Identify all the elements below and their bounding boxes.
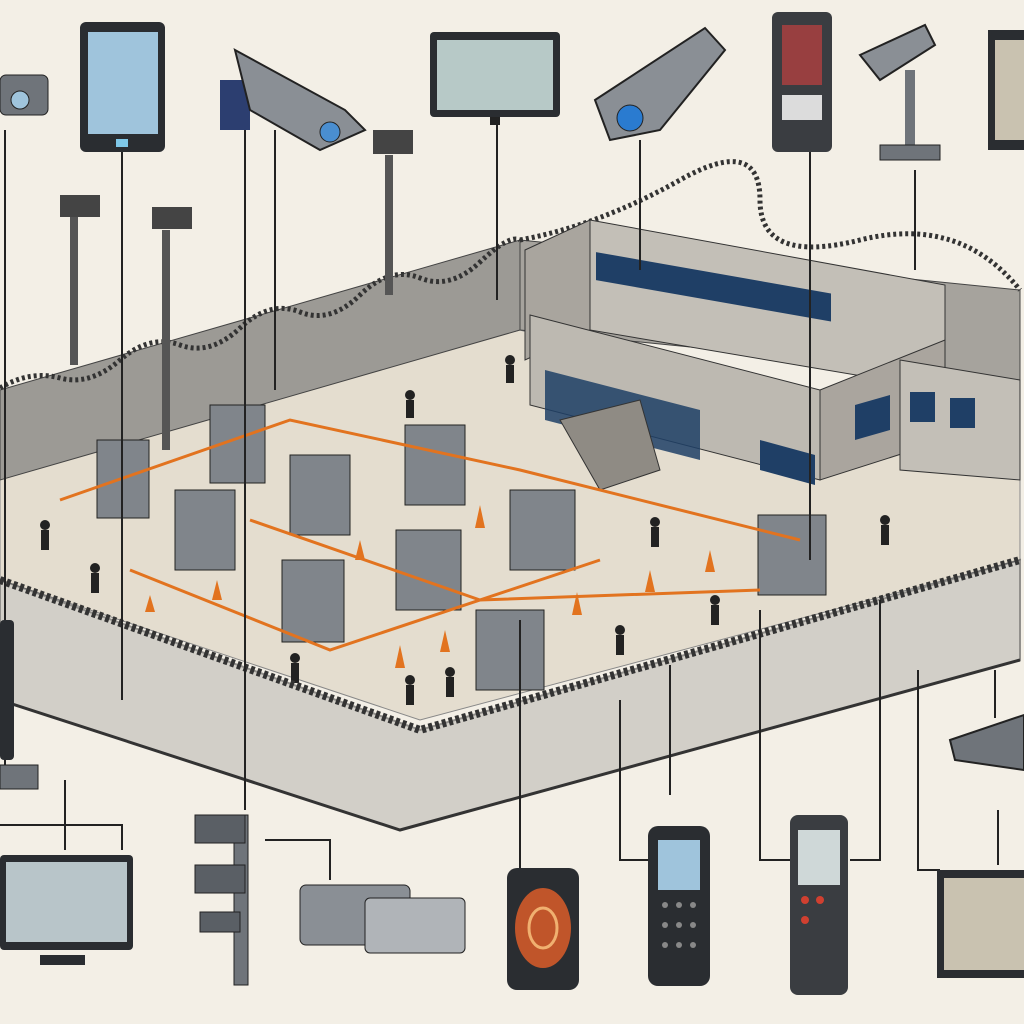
control-panel-icon xyxy=(772,12,832,152)
cctv-camera-icon xyxy=(220,48,367,152)
monitor-icon xyxy=(0,855,133,965)
traffic-cone-icon xyxy=(145,505,715,668)
fingerprint-scanner-icon xyxy=(507,868,579,990)
cctv-camera-icon xyxy=(948,713,1024,772)
monitor-icon xyxy=(988,30,1024,150)
monitor-icon xyxy=(430,32,560,125)
monitor-icon xyxy=(937,870,1024,978)
handheld-scanner-icon xyxy=(790,815,848,995)
camera-pole-icon xyxy=(194,814,249,986)
dome-camera-icon xyxy=(299,884,466,954)
main-building xyxy=(524,219,1021,491)
connection-lines xyxy=(0,120,999,880)
razor-wire-fence xyxy=(0,556,1022,832)
floodlight-tower-icon xyxy=(60,130,413,450)
people xyxy=(40,355,890,705)
cctv-camera-icon xyxy=(0,764,39,790)
tablet-monitor-icon xyxy=(80,22,165,152)
tablet-monitor-icon xyxy=(0,620,14,760)
mobile-phone-icon xyxy=(648,826,710,986)
cctv-camera-icon xyxy=(858,23,941,161)
cctv-camera-icon xyxy=(0,74,49,116)
cctv-camera-icon xyxy=(593,26,727,142)
orange-floor-markings xyxy=(59,418,801,652)
